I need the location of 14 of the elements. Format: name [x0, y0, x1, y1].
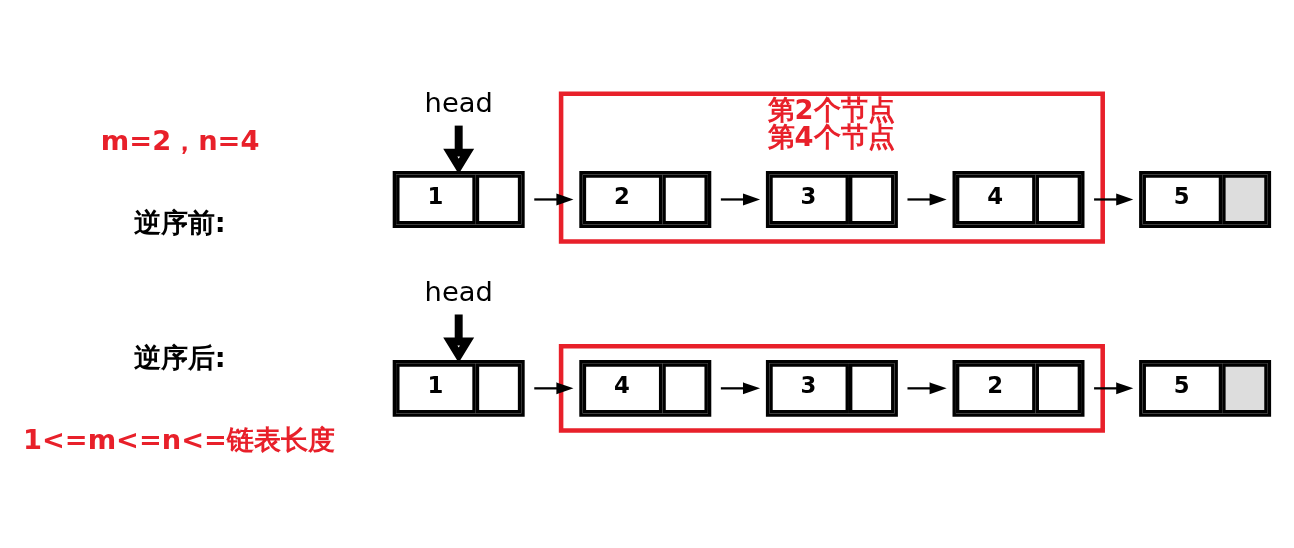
arrow [1094, 193, 1134, 206]
arrow [907, 382, 947, 395]
arrow [720, 382, 761, 395]
arrow [534, 382, 574, 395]
label: 逆序后: [133, 341, 226, 373]
node-text: head [424, 275, 493, 307]
arrow [907, 193, 947, 206]
label: m=2，n=4 [100, 124, 260, 156]
arrow [1094, 382, 1134, 395]
label: 逆序前: [133, 206, 226, 238]
arrow [534, 193, 574, 206]
node-text: head [424, 87, 493, 119]
arrow [720, 193, 761, 206]
label: 1<=m<=n<=链表长度 [22, 423, 336, 455]
